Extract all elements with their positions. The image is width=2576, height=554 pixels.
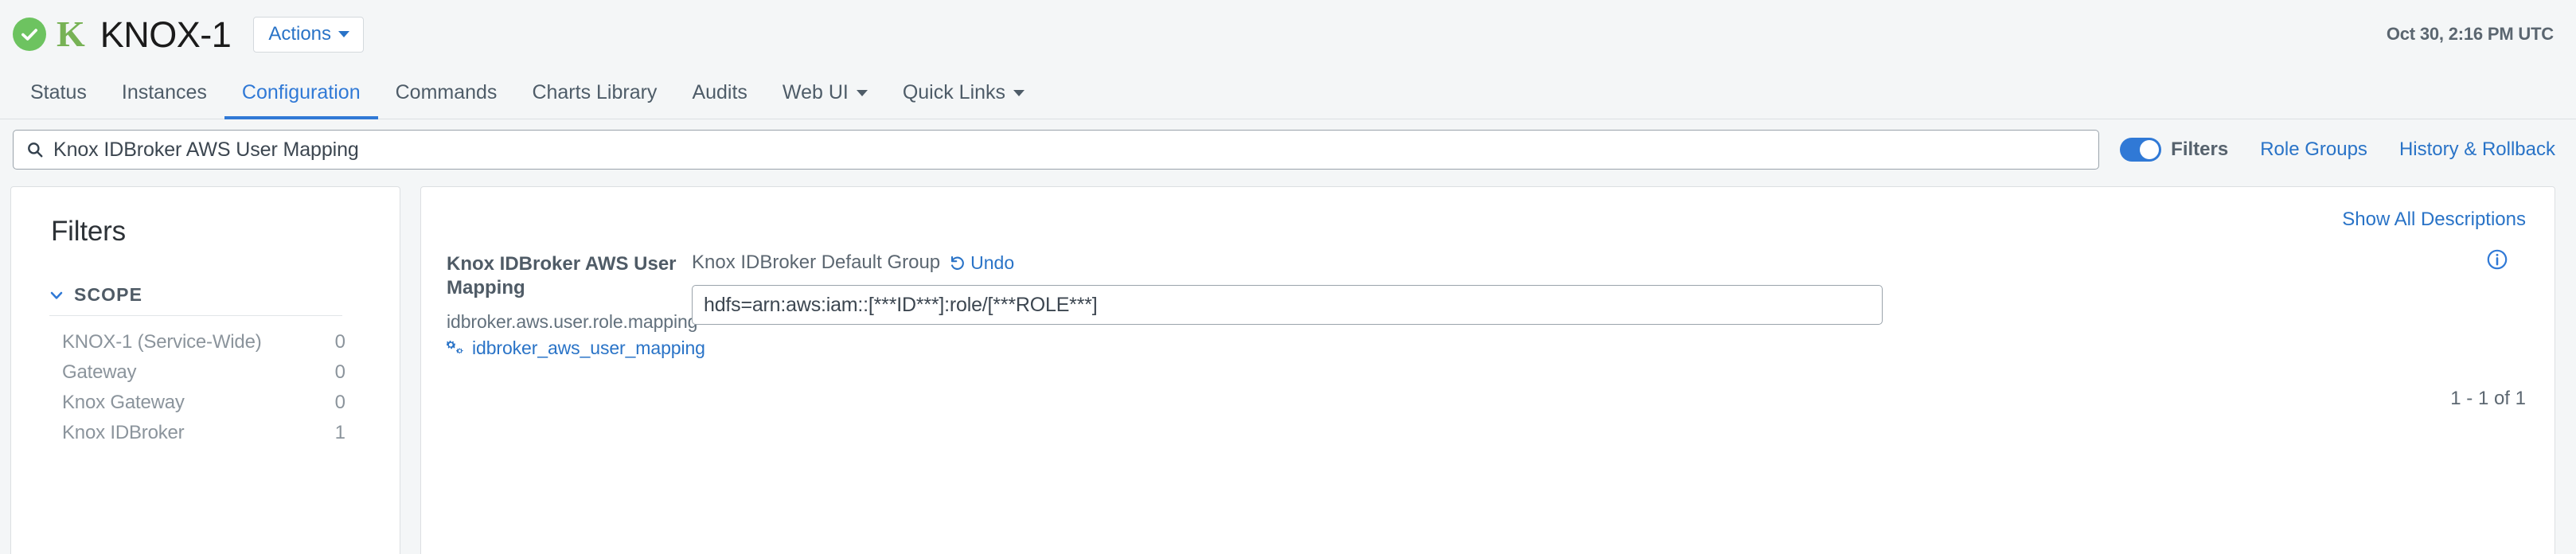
chevron-down-icon bbox=[856, 89, 868, 96]
scope-item-count: 0 bbox=[334, 392, 345, 413]
show-all-descriptions-link[interactable]: Show All Descriptions bbox=[2342, 209, 2526, 230]
config-group-label: Knox IDBroker Default Group bbox=[692, 252, 941, 273]
filter-section-scope-title: SCOPE bbox=[74, 284, 143, 305]
scope-item-label: Gateway bbox=[62, 361, 137, 383]
config-value-text: hdfs=arn:aws:iam::[***ID***]:role/[***RO… bbox=[704, 293, 1098, 316]
tab-instances[interactable]: Instances bbox=[104, 69, 224, 119]
scope-item-count: 1 bbox=[334, 422, 345, 443]
scope-item-count: 0 bbox=[334, 361, 345, 383]
search-toolbar: Knox IDBroker AWS User Mapping Filters R… bbox=[0, 119, 2576, 180]
filters-panel-heading: Filters bbox=[51, 216, 126, 247]
undo-button[interactable]: Undo bbox=[949, 252, 1014, 274]
list-item[interactable]: Gateway 0 bbox=[62, 357, 345, 388]
tab-web-ui[interactable]: Web UI bbox=[765, 69, 885, 119]
search-input[interactable]: Knox IDBroker AWS User Mapping bbox=[13, 130, 2100, 170]
content-area: Filters SCOPE KNOX-1 (Service-Wide) 0 Ga… bbox=[0, 180, 2576, 554]
scope-item-label: Knox Gateway bbox=[62, 392, 185, 413]
scope-item-label: KNOX-1 (Service-Wide) bbox=[62, 331, 262, 353]
toggle-switch[interactable] bbox=[2120, 138, 2162, 162]
actions-button-label: Actions bbox=[268, 22, 332, 45]
config-property-link[interactable]: idbroker_aws_user_mapping bbox=[447, 337, 705, 359]
config-value-input[interactable]: hdfs=arn:aws:iam::[***ID***]:role/[***RO… bbox=[692, 285, 1883, 325]
toggle-knob bbox=[2140, 140, 2160, 159]
page-title: KNOX-1 bbox=[100, 14, 232, 55]
tab-label: Instances bbox=[121, 81, 207, 103]
list-item[interactable]: Knox IDBroker 1 bbox=[62, 418, 345, 448]
list-item[interactable]: KNOX-1 (Service-Wide) 0 bbox=[62, 327, 345, 357]
config-property-meta: Knox IDBroker AWS User Mapping idbroker.… bbox=[447, 251, 705, 359]
list-item[interactable]: Knox Gateway 0 bbox=[62, 388, 345, 418]
scope-item-count: 0 bbox=[334, 331, 345, 353]
config-group-line: Knox IDBroker Default Group Undo bbox=[692, 251, 2529, 275]
scope-item-label: Knox IDBroker bbox=[62, 422, 185, 443]
tab-label: Configuration bbox=[241, 81, 361, 103]
header-timestamp: Oct 30, 2:16 PM UTC bbox=[2386, 24, 2554, 44]
app-header: K KNOX-1 Actions Oct 30, 2:16 PM UTC bbox=[0, 0, 2576, 68]
filter-scope-list: KNOX-1 (Service-Wide) 0 Gateway 0 Knox G… bbox=[32, 327, 379, 448]
search-input-value: Knox IDBroker AWS User Mapping bbox=[53, 138, 359, 161]
config-property-link-label: idbroker_aws_user_mapping bbox=[472, 337, 705, 358]
tab-commands[interactable]: Commands bbox=[378, 69, 515, 119]
tab-label: Status bbox=[30, 81, 87, 103]
tab-status[interactable]: Status bbox=[13, 69, 104, 119]
actions-button[interactable]: Actions bbox=[253, 16, 365, 53]
check-circle-icon bbox=[13, 18, 46, 51]
config-property-row: Knox IDBroker AWS User Mapping idbroker.… bbox=[447, 201, 2529, 359]
config-property-key: idbroker.aws.user.role.mapping bbox=[447, 311, 698, 332]
tab-audits[interactable]: Audits bbox=[674, 69, 764, 119]
filters-toggle[interactable]: Filters bbox=[2120, 138, 2228, 162]
config-property-value-area: Knox IDBroker Default Group Undo hdfs=ar… bbox=[692, 251, 2529, 325]
tab-label: Quick Links bbox=[902, 81, 1006, 103]
chevron-down-icon bbox=[49, 288, 64, 302]
undo-icon bbox=[949, 255, 966, 271]
filters-panel: Filters SCOPE KNOX-1 (Service-Wide) 0 Ga… bbox=[10, 186, 400, 554]
search-icon bbox=[26, 141, 44, 158]
tab-label: Web UI bbox=[782, 81, 849, 103]
tab-quick-links[interactable]: Quick Links bbox=[885, 69, 1042, 119]
cogs-icon bbox=[447, 340, 466, 357]
config-property-name: Knox IDBroker AWS User Mapping bbox=[447, 253, 677, 298]
tab-label: Commands bbox=[395, 81, 498, 103]
tab-configuration[interactable]: Configuration bbox=[224, 69, 378, 119]
chevron-down-icon bbox=[338, 30, 350, 37]
tab-label: Charts Library bbox=[532, 81, 658, 103]
filters-toggle-label: Filters bbox=[2171, 138, 2229, 160]
undo-label: Undo bbox=[970, 252, 1015, 273]
pagination-summary: 1 - 1 of 1 bbox=[2450, 388, 2526, 409]
history-rollback-link[interactable]: History & Rollback bbox=[2398, 138, 2555, 160]
chevron-down-icon bbox=[1013, 89, 1025, 96]
filter-section-scope-header[interactable]: SCOPE bbox=[32, 284, 379, 306]
tab-label: Audits bbox=[692, 81, 747, 103]
configuration-panel: Show All Descriptions Knox IDBroker AWS … bbox=[420, 186, 2555, 554]
info-circle-icon[interactable] bbox=[2486, 248, 2508, 271]
role-groups-link[interactable]: Role Groups bbox=[2260, 138, 2367, 160]
tab-charts-library[interactable]: Charts Library bbox=[514, 69, 674, 119]
main-nav: Status Instances Configuration Commands … bbox=[0, 68, 2576, 119]
knox-logo: K bbox=[57, 14, 85, 54]
divider bbox=[49, 315, 342, 316]
